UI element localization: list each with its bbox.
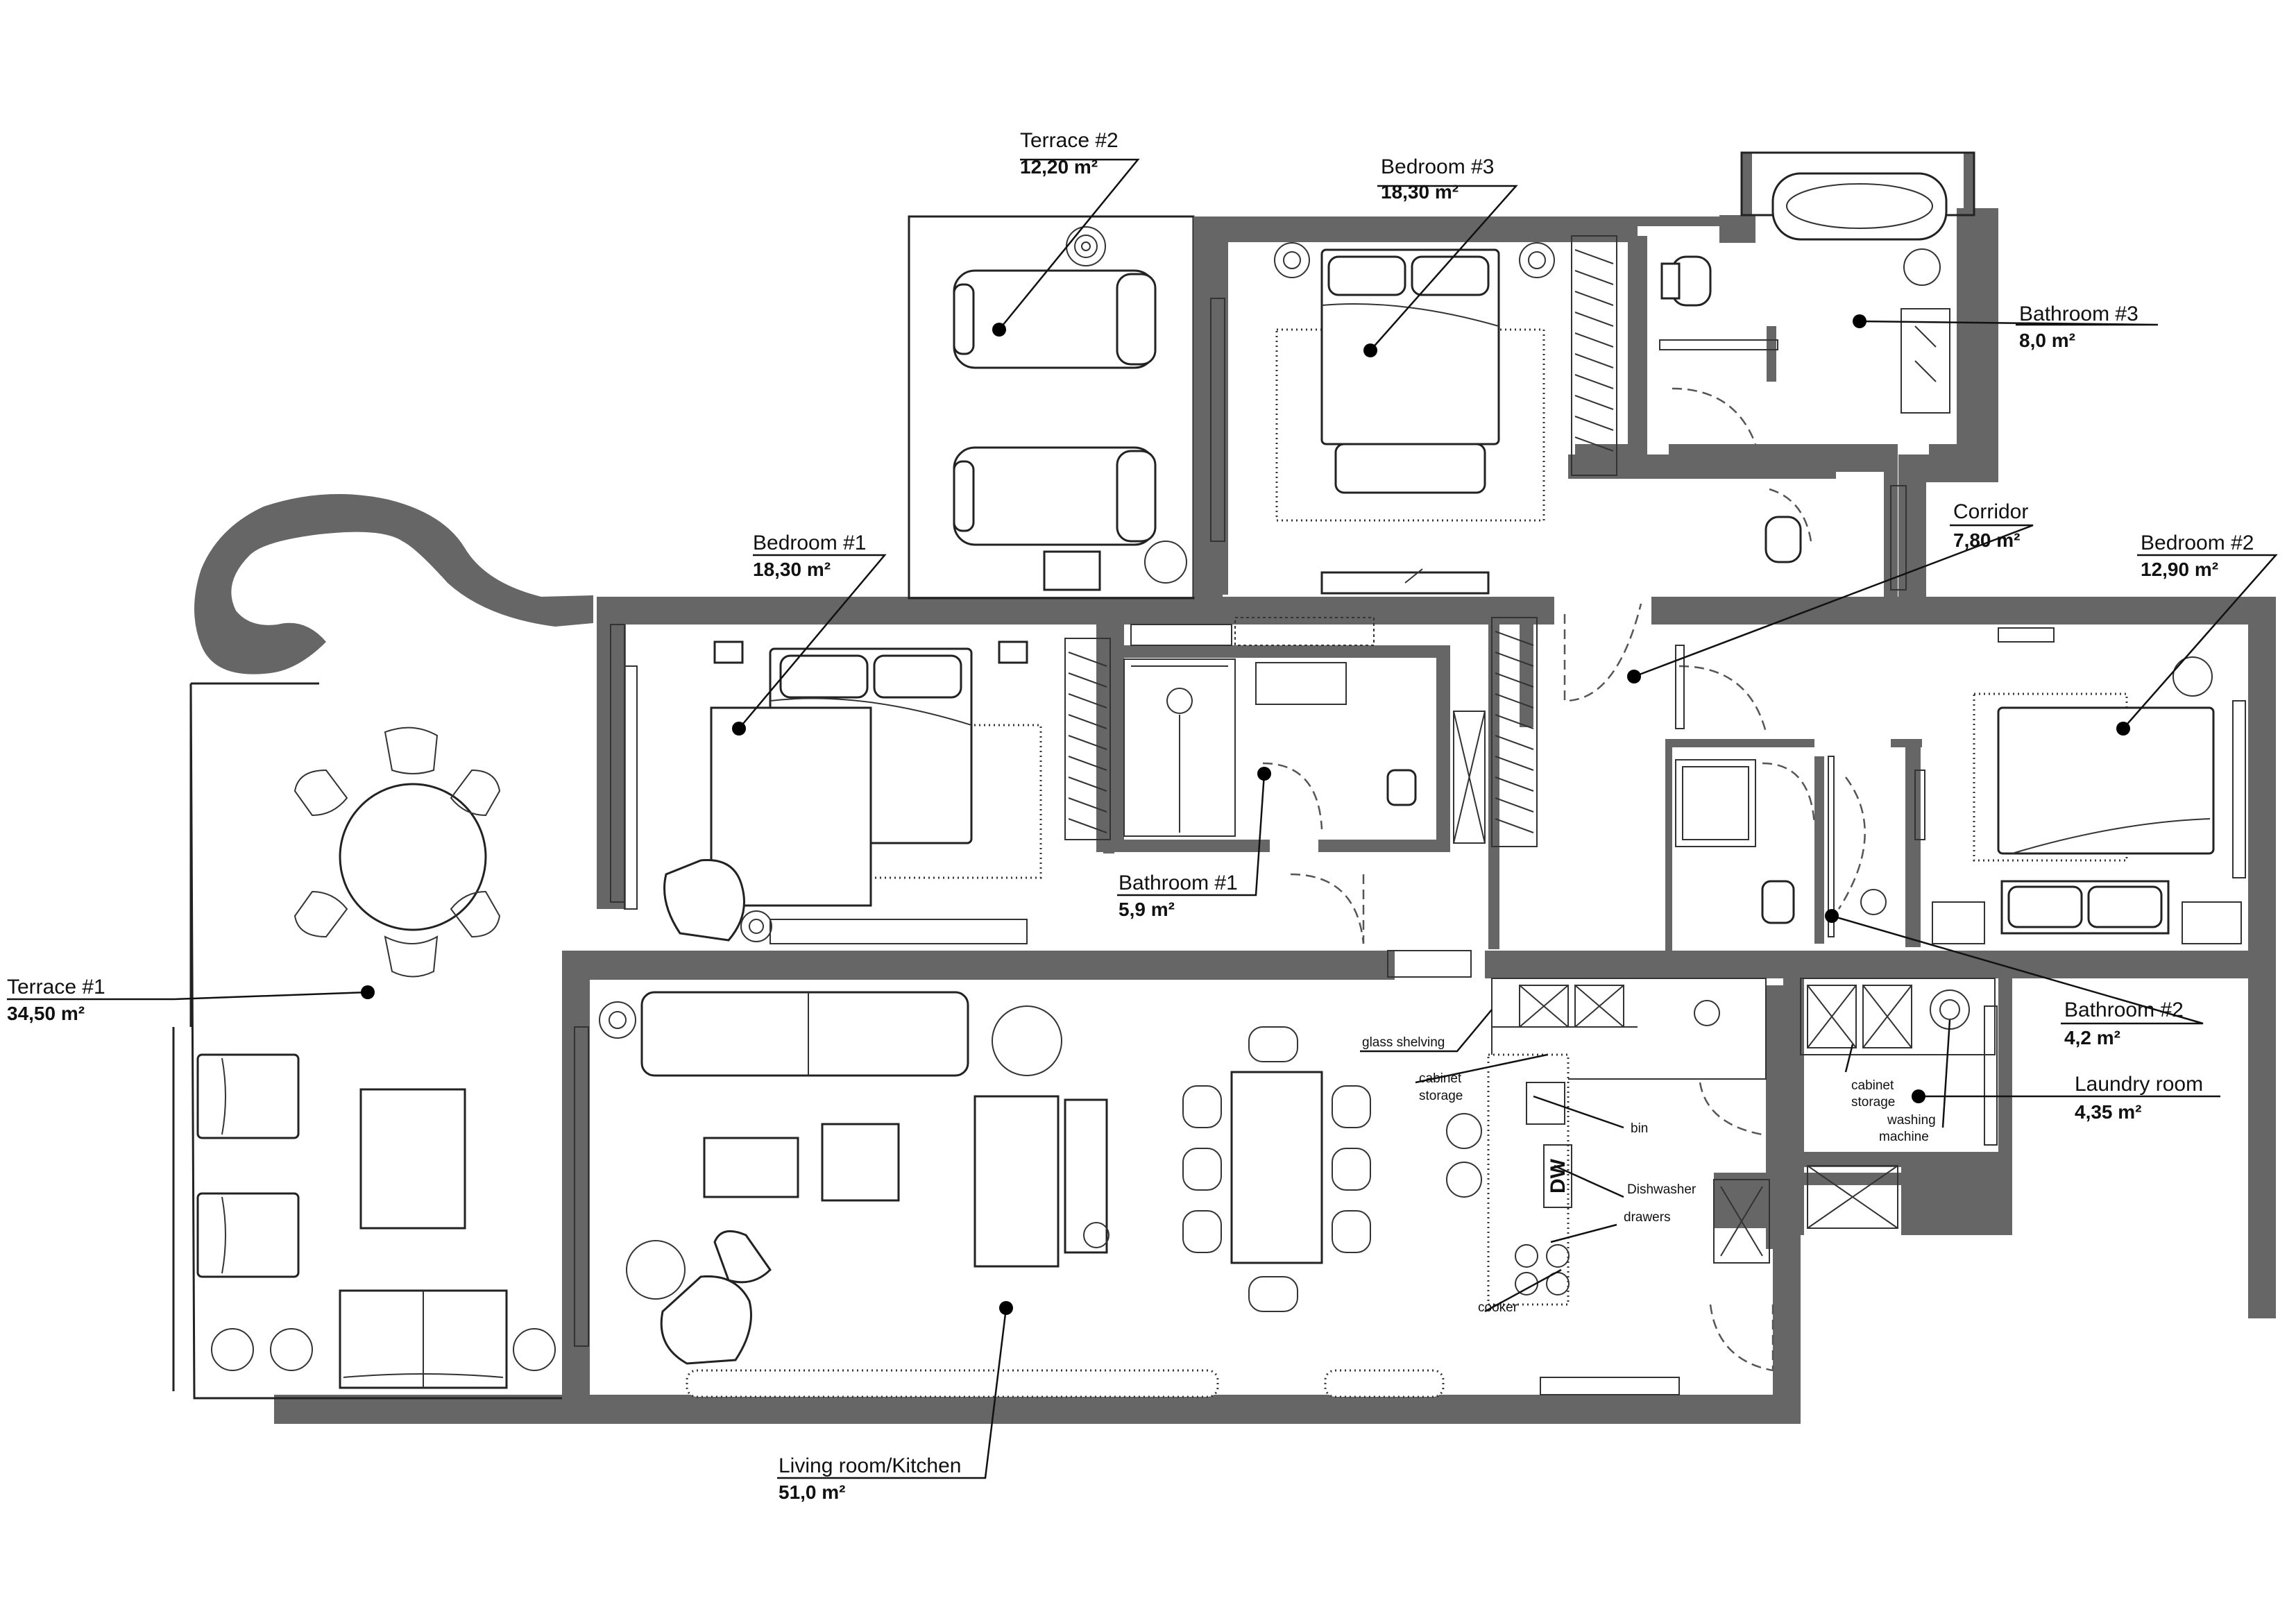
bathroom1-furniture — [1123, 617, 1538, 944]
note-laundry-storage: storage — [1851, 1095, 1895, 1110]
bedroom2-name: Bedroom #2 — [2141, 532, 2254, 554]
bathroom3-furniture — [1659, 172, 1950, 590]
note-storage: storage — [1419, 1089, 1463, 1103]
note-washing: washing — [1887, 1113, 1936, 1128]
note-cooker: cooker — [1478, 1300, 1518, 1315]
terrace1-name: Terrace #1 — [7, 976, 105, 999]
note-dishwasher: Dishwasher — [1627, 1182, 1697, 1197]
bathroom2-furniture — [1675, 756, 1925, 937]
bathroom1-name: Bathroom #1 — [1119, 872, 1238, 894]
bathroom1-area: 5,9 m² — [1119, 899, 1175, 920]
bathroom2-area: 4,2 m² — [2064, 1027, 2120, 1048]
bedroom1-furniture — [610, 624, 1111, 944]
bathroom3-area: 8,0 m² — [2019, 330, 2075, 351]
bedroom3-name: Bedroom #3 — [1381, 155, 1494, 178]
laundry-area: 4,35 m² — [2075, 1101, 2142, 1123]
note-drawers: drawers — [1624, 1210, 1671, 1225]
terrace2-name: Terrace #2 — [1020, 129, 1119, 152]
terrace2-area: 12,20 m² — [1020, 156, 1098, 178]
bedroom2-area: 12,90 m² — [2141, 559, 2218, 580]
leaders — [7, 158, 2278, 1479]
living-area: 51,0 m² — [779, 1481, 846, 1503]
corridor-elements — [1563, 603, 2055, 733]
note-cabinet: cabinet — [1419, 1071, 1462, 1086]
bedroom1-name: Bedroom #1 — [753, 532, 866, 554]
note-laundry-cabinet: cabinet — [1851, 1078, 1894, 1093]
terrace1 — [172, 494, 593, 1400]
corridor-name: Corridor — [1953, 500, 2028, 523]
upper-structure — [908, 151, 1978, 600]
bedroom3-furniture — [1210, 235, 1617, 595]
living-name: Living room/Kitchen — [779, 1454, 961, 1477]
laundry-name: Laundry room — [2075, 1073, 2203, 1096]
annotation-notes: glass shelving cabinet storage bin Dishw… — [1362, 1035, 1936, 1315]
note-bin: bin — [1631, 1121, 1648, 1136]
bathroom2-name: Bathroom #2 — [2064, 999, 2184, 1021]
note-dw: DW — [1547, 1158, 1570, 1193]
bathroom3-name: Bathroom #3 — [2019, 303, 2138, 325]
bedroom3-area: 18,30 m² — [1381, 181, 1459, 203]
living-furniture — [574, 950, 1998, 1398]
bedroom2-furniture — [1932, 656, 2246, 944]
note-machine: machine — [1879, 1130, 1929, 1144]
bedroom1-area: 18,30 m² — [753, 559, 831, 580]
room-labels: Terrace #2 12,20 m² Bedroom #3 18,30 m² … — [7, 129, 2254, 1503]
note-glass-shelving: glass shelving — [1362, 1035, 1445, 1050]
terrace1-area: 34,50 m² — [7, 1003, 85, 1024]
terrace2-furniture — [953, 226, 1187, 591]
corridor-area: 7,80 m² — [1953, 529, 2021, 551]
